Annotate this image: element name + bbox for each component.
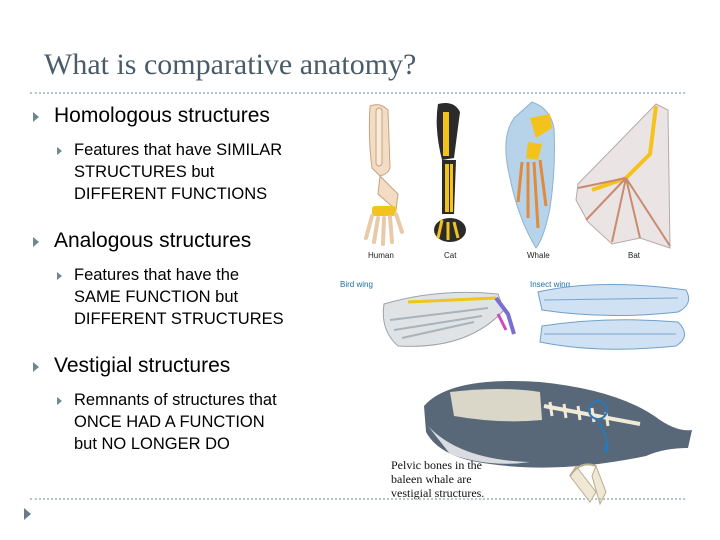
whale-caption-line-1: Pelvic bones in the xyxy=(391,458,482,472)
whale-body-illustration xyxy=(424,381,692,468)
vestigial-line-2: ONCE HAD A FUNCTION xyxy=(74,413,265,431)
whale-caption-line-3: vestigial structures. xyxy=(391,486,485,500)
human-arm-illustration xyxy=(364,104,404,246)
footer-divider xyxy=(30,498,685,500)
caption-whale: Whale xyxy=(527,251,550,260)
caption-bat: Bat xyxy=(628,251,641,260)
baleen-whale-image xyxy=(424,381,692,506)
whale-caption: Pelvic bones in the baleen whale are ves… xyxy=(391,458,484,500)
bat-wing-illustration xyxy=(575,103,671,249)
bullet-homologous: Homologous structures xyxy=(54,104,270,127)
vestigial-line-3: but NO LONGER DO xyxy=(74,435,230,453)
bullet-arrow-icon xyxy=(33,112,39,122)
analogous-line-1: Features that have the xyxy=(74,266,240,284)
analogous-description: Features that have the SAME FUNCTION but… xyxy=(74,264,284,330)
homologous-line-1: Features that have SIMILAR xyxy=(74,141,283,159)
analogous-line-3: DIFFERENT STRUCTURES xyxy=(74,310,284,328)
sub-bullet-arrow-icon xyxy=(57,272,62,280)
cat-leg-illustration xyxy=(434,103,466,242)
title-divider xyxy=(30,92,685,94)
whale-caption-line-2: baleen whale are xyxy=(391,472,472,486)
bullet-arrow-icon xyxy=(33,237,39,247)
vestigial-line-1: Remnants of structures that xyxy=(74,391,277,409)
vestigial-description: Remnants of structures that ONCE HAD A F… xyxy=(74,389,277,455)
analogous-wings-image xyxy=(382,283,690,350)
homologous-line-2: STRUCTURES but xyxy=(74,163,215,181)
homologous-description: Features that have SIMILAR STRUCTURES bu… xyxy=(74,139,282,205)
bullet-analogous: Analogous structures xyxy=(54,229,252,252)
sub-bullet-arrow-icon xyxy=(57,397,62,405)
sub-bullet-arrow-icon xyxy=(57,147,62,155)
caption-insect-wing: Insect wing xyxy=(530,280,571,289)
insect-wing-illustration xyxy=(537,283,690,350)
bullet-arrow-icon xyxy=(33,362,39,372)
pelvic-bones-illustration xyxy=(569,463,607,506)
caption-bird-wing: Bird wing xyxy=(340,280,373,289)
caption-human: Human xyxy=(368,251,394,260)
caption-cat: Cat xyxy=(444,251,457,260)
homologous-line-3: DIFFERENT FUNCTIONS xyxy=(74,185,268,203)
play-triangle-icon[interactable] xyxy=(24,508,31,520)
bullet-vestigial: Vestigial structures xyxy=(54,354,231,377)
homologous-limbs-image xyxy=(364,101,671,249)
slide-title: What is comparative anatomy? xyxy=(44,48,417,81)
analogous-line-2: SAME FUNCTION but xyxy=(74,288,239,306)
whale-flipper-illustration xyxy=(505,101,555,249)
bird-wing-illustration xyxy=(382,291,516,347)
